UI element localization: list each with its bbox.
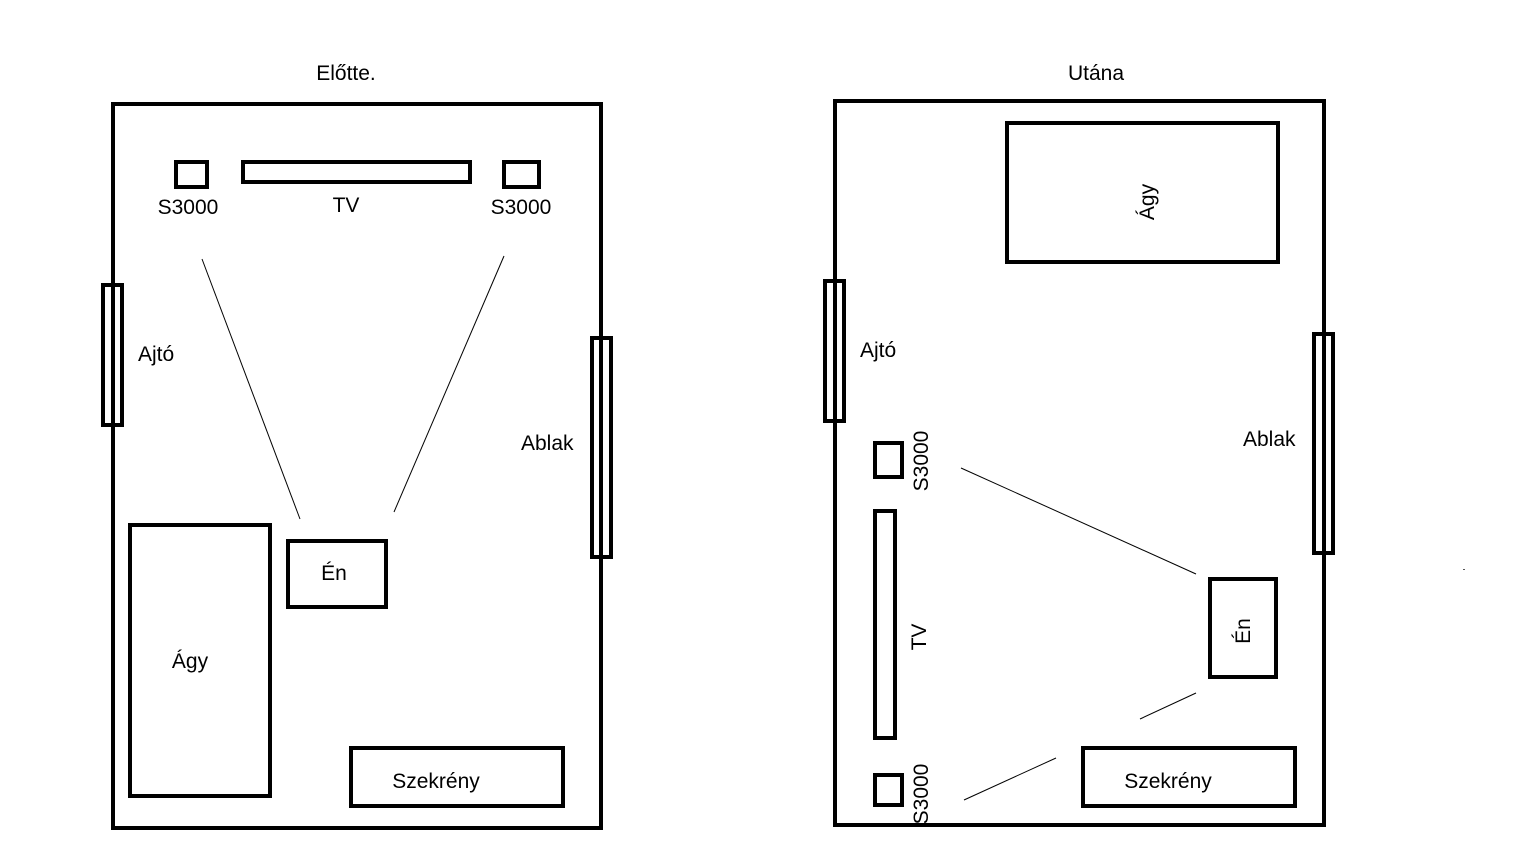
before-wardrobe-label: Szekrény xyxy=(392,770,480,793)
after-door-label: Ajtó xyxy=(860,339,896,362)
after-me-box xyxy=(1208,577,1278,679)
before-wardrobe xyxy=(349,746,565,808)
before-speaker-right-label: S3000 xyxy=(491,196,552,219)
after-sound-line-bottom-a xyxy=(1139,692,1197,720)
before-door xyxy=(101,283,124,427)
after-window xyxy=(1312,332,1335,555)
after-room-outline xyxy=(833,99,1326,827)
before-sound-line-right xyxy=(393,255,505,513)
after-title: Utána xyxy=(1068,62,1124,85)
after-plan: Utána Ágy Ajtó Ablak S3000 TV S3000 Én S… xyxy=(823,62,1465,827)
after-tv-label: TV xyxy=(908,624,931,651)
after-wardrobe-label: Szekrény xyxy=(1124,770,1212,793)
before-window-label: Ablak xyxy=(521,432,574,455)
before-speaker-right xyxy=(502,160,541,189)
after-door xyxy=(823,279,846,423)
after-speaker-top xyxy=(873,441,904,479)
after-me-label: Én xyxy=(1232,618,1255,644)
after-sound-line-bottom-b xyxy=(963,757,1057,801)
before-bed-label: Ágy xyxy=(172,650,209,673)
after-bed-label: Ágy xyxy=(1136,183,1159,220)
stray-dot xyxy=(1463,569,1465,570)
after-speaker-bottom-label: S3000 xyxy=(910,764,933,825)
before-window xyxy=(590,336,613,559)
after-speaker-bottom xyxy=(873,773,904,807)
before-plan: Előtte. S3000 TV S3000 Ajtó Ablak Én Ágy… xyxy=(101,62,613,830)
before-title: Előtte. xyxy=(316,62,376,85)
before-me-box xyxy=(286,539,388,609)
after-tv xyxy=(873,509,897,740)
after-wardrobe xyxy=(1081,746,1297,808)
before-speaker-left-label: S3000 xyxy=(158,196,219,219)
after-sound-line-top xyxy=(960,467,1197,575)
after-bed xyxy=(1005,121,1280,264)
before-speaker-left xyxy=(174,160,209,189)
after-window-label: Ablak xyxy=(1243,428,1296,451)
before-me-label: Én xyxy=(321,562,347,585)
before-door-label: Ajtó xyxy=(138,343,174,366)
before-sound-line-left xyxy=(201,258,301,520)
before-tv xyxy=(241,160,472,184)
before-tv-label: TV xyxy=(333,194,360,217)
after-speaker-top-label: S3000 xyxy=(910,431,933,492)
before-bed xyxy=(128,523,272,798)
